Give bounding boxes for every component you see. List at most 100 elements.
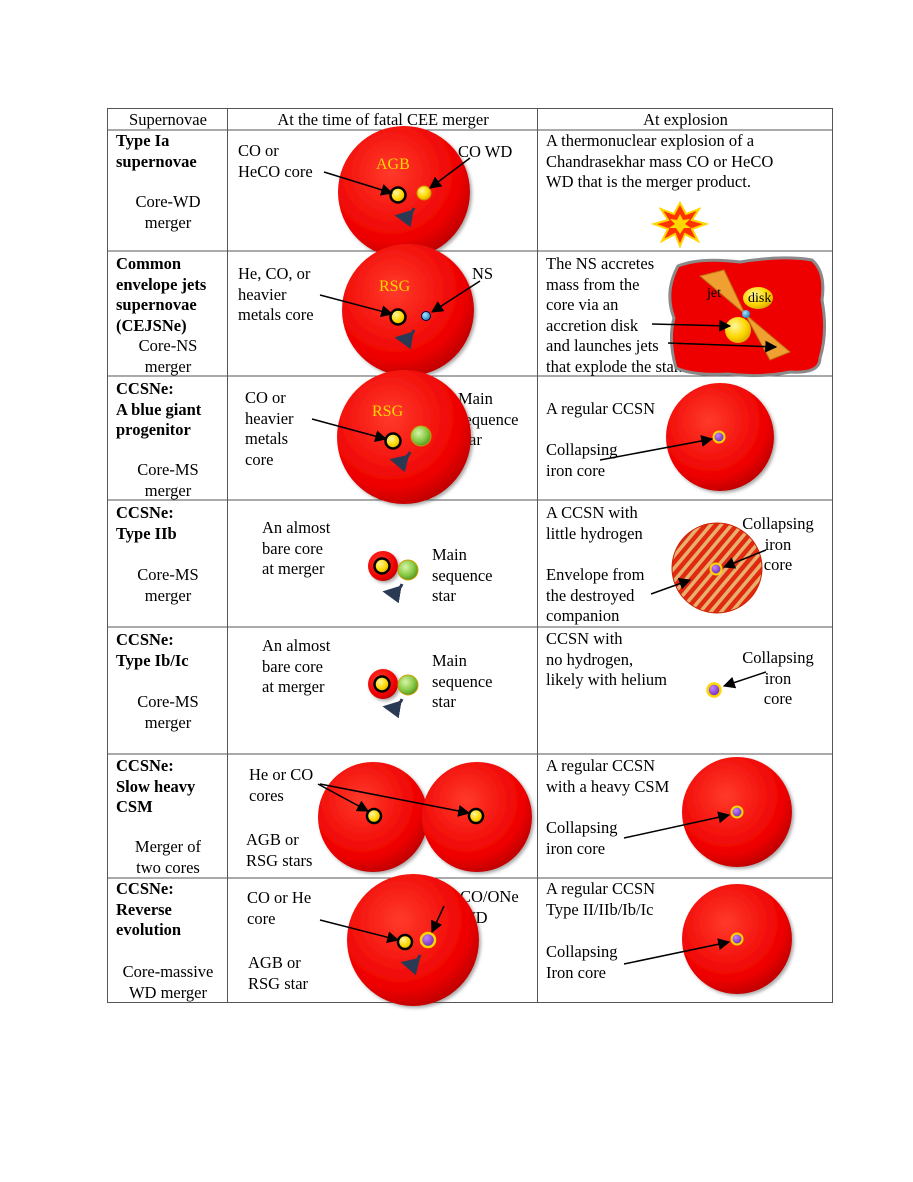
core-pointer-left: [317, 783, 370, 812]
explosion-text-type-ia: A thermonuclear explosion of a Chandrase…: [546, 131, 774, 191]
ns-pointer: [430, 280, 481, 313]
core: [396, 933, 414, 951]
explosion-core-label-type-ib-ic: Collapsing iron core: [742, 648, 814, 708]
merger-core-label-blue-giant: CO or heavier metals core: [245, 388, 294, 469]
iron-core: [712, 430, 726, 444]
reverse-evolution-explosion-diagram: [623, 884, 792, 994]
type-ib-ic-explosion-diagram: [706, 671, 767, 698]
merger-core-label-slow-heavy-csm: He or CO cores: [249, 765, 314, 805]
explosion-text-reverse-evolution: A regular CCSN Type II/IIb/Ib/Ic: [546, 879, 656, 919]
core-left: [365, 807, 383, 825]
core: [373, 557, 391, 575]
row-subtitle-cejsne: Core-NS merger: [138, 336, 198, 376]
envelope-pointer: [650, 578, 692, 595]
header-merger: At the time of fatal CEE merger: [277, 110, 489, 129]
rsg-label: RSG: [379, 278, 411, 295]
core-pointer: [623, 938, 731, 965]
row-subtitle-type-iib: Core-MS merger: [137, 565, 199, 605]
ms-star: [397, 559, 419, 581]
jet-lower: [744, 313, 791, 361]
explosion-text-cejsne: The NS accretes mass from the core via a…: [546, 254, 683, 376]
merger-star-label-reverse-evolution: AGB or RSG star: [248, 953, 309, 993]
merger-companion-label-type-ib-ic: Main sequence star: [432, 651, 493, 711]
accretion-disk: [743, 287, 773, 309]
slow-heavy-csm-explosion-diagram: [623, 757, 792, 867]
jet-upper: [698, 269, 746, 315]
merger-core-label-cejsne: He, CO, or heavier metals core: [238, 264, 314, 324]
explosion-core-label-slow-heavy-csm: Collapsing iron core: [546, 818, 618, 858]
type-iib-merger-diagram: [368, 551, 419, 604]
row-title-blue-giant: CCSNe: A blue giant progenitor: [116, 379, 202, 439]
core-donor: [725, 317, 751, 343]
explosion-text-type-iib: A CCSN with little hydrogen: [546, 503, 643, 543]
agb-label: AGB: [376, 156, 410, 173]
co-core: [389, 186, 407, 204]
core: [373, 675, 391, 693]
jet-pointer: [667, 340, 778, 353]
ns-accretor: [742, 310, 750, 318]
row-subtitle-reverse-evolution: Core-massive WD merger: [122, 962, 214, 1002]
merger-companion-label-type-iib: Main sequence star: [432, 545, 493, 605]
explosion-core-label-type-iib: Collapsing iron core: [742, 514, 814, 574]
table-grid: [107, 108, 833, 1003]
rsg-envelope: [337, 370, 471, 504]
core-pointer: [599, 435, 714, 461]
rsg-label: RSG: [372, 403, 404, 420]
iron-core: [730, 932, 744, 946]
header-supernovae: Supernovae: [129, 110, 207, 129]
merger-core-label-type-ia: CO or HeCO core: [238, 141, 313, 181]
row-subtitle-slow-heavy-csm: Merger of two cores: [134, 837, 202, 877]
merger-star-label-slow-heavy-csm: AGB or RSG stars: [246, 830, 313, 870]
orbit-arrow: [382, 583, 404, 604]
iron-core: [706, 682, 722, 698]
core-pointer: [311, 418, 388, 442]
core: [384, 432, 402, 450]
blue-giant-merger-diagram: RSG: [311, 370, 471, 504]
blue-giant-explosion-diagram: [599, 383, 774, 491]
orbit-arrow: [394, 329, 416, 350]
core-pointer: [722, 671, 767, 689]
cejsne-explosion-diagram: jet disk: [651, 256, 827, 378]
type-ia-merger-diagram: AGB: [323, 126, 471, 258]
row-title-type-ib-ic: CCSNe: Type Ib/Ic: [116, 630, 189, 670]
merger-companion-label-cejsne: NS: [472, 264, 494, 283]
thermonuclear-burst-icon: [650, 200, 710, 249]
core-pointer: [323, 171, 394, 196]
core-pointer-right: [319, 783, 471, 817]
rsg-envelope: [342, 244, 474, 376]
core-pointer: [722, 549, 767, 569]
explosion-text-blue-giant: A regular CCSN: [546, 399, 656, 418]
explosion-core-label-blue-giant: Collapsing iron core: [546, 440, 618, 480]
core-pointer: [623, 811, 731, 839]
explosion-text-type-ib-ic: CCSN with no hydrogen, likely with heliu…: [546, 629, 667, 689]
type-iib-explosion-diagram: [650, 522, 767, 614]
row-subtitle-type-ib-ic: Core-MS merger: [137, 692, 199, 732]
explosion-envelope-label-type-iib: Envelope from the destroyed companion: [546, 565, 645, 625]
core: [389, 308, 407, 326]
disk-label: disk: [748, 291, 771, 306]
neutron-star: [421, 311, 431, 321]
wd-pointer: [431, 905, 445, 934]
ms-star: [397, 674, 419, 696]
type-ib-ic-merger-diagram: [368, 669, 419, 719]
header-explosion: At explosion: [643, 110, 728, 129]
core-pointer: [319, 294, 394, 318]
wd-pointer: [429, 157, 471, 189]
core-right: [467, 807, 485, 825]
disk-pointer: [651, 319, 732, 332]
row-title-type-iib: CCSNe: Type IIb: [116, 503, 177, 543]
core-pointer: [319, 919, 400, 944]
row-title-type-ia: Type Ia supernovae: [116, 131, 197, 171]
iron-core: [709, 562, 723, 576]
merger-core-label-type-ib-ic: An almost bare core at merger: [262, 636, 331, 696]
merger-companion-label-type-ia: CO WD: [458, 142, 513, 161]
row-title-cejsne: Common envelope jets supernovae (CEJSNe): [116, 254, 207, 335]
orbit-arrow: [400, 954, 422, 976]
merger-core-label-type-iib: An almost bare core at merger: [262, 518, 331, 578]
cejsne-merger-diagram: RSG: [319, 244, 481, 376]
row-subtitle-type-ia: Core-WD merger: [135, 192, 201, 232]
orbit-arrow: [389, 451, 412, 473]
reverse-evolution-merger-diagram: [319, 874, 479, 1006]
slow-heavy-csm-merger-diagram: [317, 762, 532, 872]
